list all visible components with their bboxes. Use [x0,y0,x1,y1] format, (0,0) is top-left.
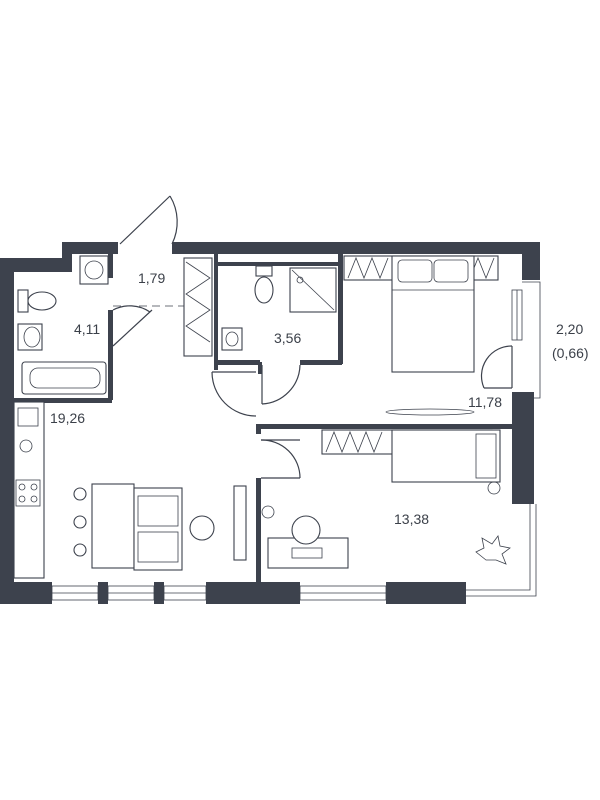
room-label-corridor: 1,79 [138,270,165,286]
room-label-bedroom-top: 11,78 [468,394,502,410]
room-label-bathroom-left: 4,11 [74,321,100,337]
walls [0,242,541,604]
furniture [13,255,511,579]
doors [112,195,513,479]
room-label-balcony-reduced: (0,66) [552,345,589,361]
room-label-kitchen-living: 19,26 [50,410,85,426]
interior-walls [14,254,514,582]
room-label-balcony: 2,20 [556,321,583,337]
room-label-bedroom-bottom: 13,38 [394,511,429,527]
room-label-bathroom-right: 3,56 [274,330,301,346]
room-labels: 4,11 1,79 3,56 19,26 11,78 13,38 2,20 (0… [50,270,589,527]
